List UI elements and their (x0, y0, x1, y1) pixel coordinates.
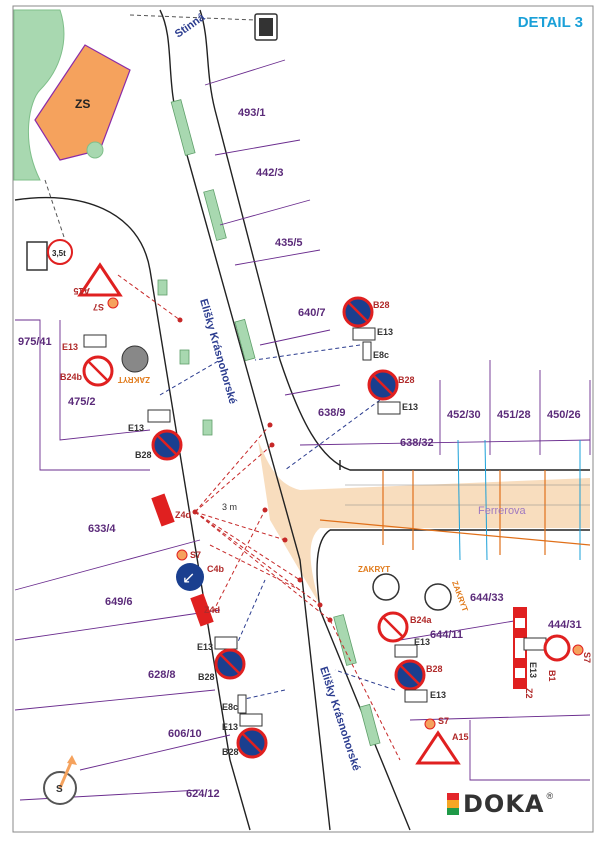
svg-text:ZAKRYT: ZAKRYT (450, 580, 469, 613)
svg-text:3,5t: 3,5t (52, 249, 66, 258)
svg-text:E13: E13 (377, 327, 393, 337)
svg-text:S7: S7 (438, 716, 449, 726)
svg-text:E13: E13 (128, 423, 144, 433)
parcel-label: 640/7 (298, 307, 326, 319)
roadwork-warning-sign-icon: S7 A15 (415, 716, 469, 765)
parcel-label: 444/31 (548, 619, 582, 631)
covered-sign-icon: ZAKRYT ZAKRYT (358, 565, 470, 613)
barrier-sign-icon: Z4d (190, 593, 220, 627)
parcel-label: 649/6 (105, 596, 133, 608)
parcel-label: 493/1 (238, 107, 266, 119)
page-title: DETAIL 3 (517, 14, 583, 31)
svg-text:B28: B28 (398, 375, 415, 385)
parcel-label: 452/30 (447, 409, 481, 421)
no-stopping-sign-icon: B28 E13 (394, 659, 446, 703)
svg-text:A15: A15 (73, 286, 90, 296)
no-stopping-sign-icon: B28 E13 E8c (342, 296, 393, 361)
weight-limit-sign-icon: 3,5t (26, 239, 73, 271)
svg-text:E8c: E8c (373, 350, 389, 360)
road-closed-sign-icon: E13 B1 S7 Z2 (513, 607, 592, 699)
parcel-label: 633/4 (88, 523, 116, 535)
parcel-label: 475/2 (68, 396, 96, 408)
svg-text:E13: E13 (222, 722, 238, 732)
logo-mark (447, 793, 459, 815)
parcel-label: 451/28 (497, 409, 531, 421)
svg-text:B28: B28 (373, 300, 390, 310)
svg-text:B28: B28 (222, 747, 239, 757)
blue-dashed-lines (159, 344, 396, 701)
gray-dashed-lines (44, 14, 256, 241)
parking-strips (157, 99, 381, 747)
anchor-points (177, 317, 333, 623)
parcel-label: 450/26 (547, 409, 581, 421)
svg-text:S: S (56, 784, 63, 795)
svg-text:E13: E13 (528, 662, 538, 678)
street-stinna: Stinná (173, 11, 208, 41)
parcel-label: 638/32 (400, 437, 434, 449)
greenery-area (13, 9, 65, 181)
logo-registered: ® (546, 791, 554, 801)
school-zone (34, 44, 131, 161)
parcel-label: 442/3 (256, 167, 284, 179)
svg-text:S7: S7 (190, 550, 201, 560)
svg-text:B28: B28 (426, 664, 443, 674)
svg-text:C4b: C4b (207, 564, 225, 574)
svg-text:E8c: E8c (222, 702, 238, 712)
parcel-label: 624/12 (186, 788, 220, 800)
svg-text:Z4d: Z4d (175, 510, 191, 520)
ferrerova-lanes (345, 484, 590, 506)
parcel-label: 606/10 (168, 728, 202, 740)
no-turn-sign-icon: B24a E13 (377, 611, 433, 658)
tree (86, 141, 104, 159)
no-stopping-sign-icon: E8c E13 B28 (222, 694, 268, 759)
parking-sign-icon (254, 13, 278, 41)
svg-text:E13: E13 (430, 690, 446, 700)
svg-text:B28: B28 (198, 672, 215, 682)
red-dashed-lines (117, 274, 401, 761)
svg-text:B24b: B24b (60, 372, 83, 382)
svg-text:A15: A15 (452, 732, 469, 742)
parcel-label: 644/11 (430, 629, 463, 641)
logo-text: DOKA (463, 790, 545, 818)
street-eliska-upper: Elišky Krásnohorské (197, 298, 239, 406)
zone-label: ZS (75, 97, 90, 111)
parcel-label: 435/5 (275, 237, 303, 249)
svg-text:E13: E13 (62, 342, 78, 352)
svg-text:E13: E13 (197, 642, 213, 652)
barrier-sign-icon: Z4d 3 m (151, 493, 237, 527)
no-stopping-sign-icon: E13 B28 (128, 409, 183, 461)
construction-lines (319, 470, 591, 555)
parcel-label: 975/41 (18, 336, 52, 348)
mandatory-direction-sign-icon: S7 ↙ C4b (176, 549, 225, 591)
parcel-label: 644/33 (470, 592, 504, 604)
svg-text:S7: S7 (93, 302, 104, 312)
street-eliska-lower: Elišky Krásnohorské (317, 665, 362, 772)
svg-text:Z2: Z2 (524, 688, 534, 699)
roadwork-warning-sign-icon: A15 S7 (73, 262, 123, 312)
parcel-boundaries (14, 59, 591, 801)
street-ferrerova: Ferrerova (478, 505, 527, 517)
svg-text:B1: B1 (547, 670, 557, 682)
compass-icon: S (43, 755, 77, 805)
parcel-labels: 493/1 442/3 435/5 640/7 638/9 638/32 452… (18, 107, 582, 800)
svg-text:B24a: B24a (410, 615, 433, 625)
svg-text:ZAKRYT: ZAKRYT (118, 375, 150, 384)
svg-text:Z4d: Z4d (204, 605, 220, 615)
svg-text:E13: E13 (402, 402, 418, 412)
no-stopping-sign-icon: B28 E13 (367, 369, 418, 415)
work-zone (258, 440, 590, 605)
svg-text:↙: ↙ (182, 568, 195, 587)
svg-text:ZAKRYT: ZAKRYT (358, 565, 390, 574)
no-stopping-sign-icon: E13 B28 (197, 636, 246, 682)
svg-text:3 m: 3 m (222, 502, 237, 512)
no-turn-sign-icon: E13 B24b ZAKRYT (60, 334, 150, 387)
parcel-label: 638/9 (318, 407, 346, 419)
svg-text:S7: S7 (582, 652, 592, 663)
svg-text:E13: E13 (414, 637, 430, 647)
parcel-label: 628/8 (148, 669, 176, 681)
doka-logo: DOKA ® (447, 790, 554, 818)
svg-text:B28: B28 (135, 450, 152, 460)
utility-lines (457, 439, 581, 561)
